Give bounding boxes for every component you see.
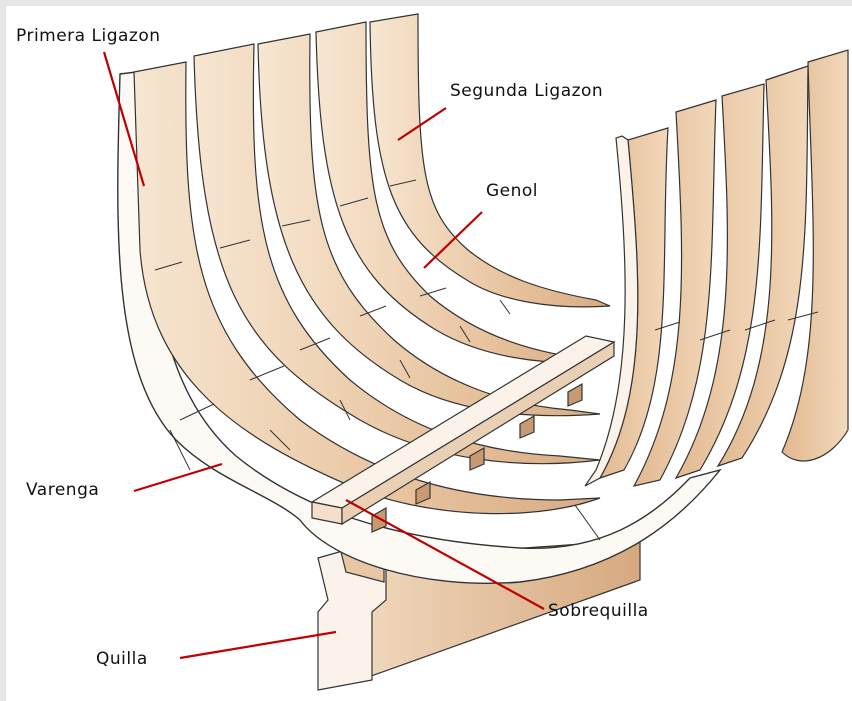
leader-varenga [134,464,222,491]
label-varenga: Varenga [26,480,99,500]
label-segunda-ligazon: Segunda Ligazon [450,81,603,101]
label-primera-ligazon: Primera Ligazon [16,26,161,46]
label-quilla: Quilla [96,649,148,669]
label-sobrequilla: Sobrequilla [548,601,649,621]
right-frames [585,50,848,486]
leader-quilla [180,632,336,658]
label-genol: Genol [486,181,538,201]
